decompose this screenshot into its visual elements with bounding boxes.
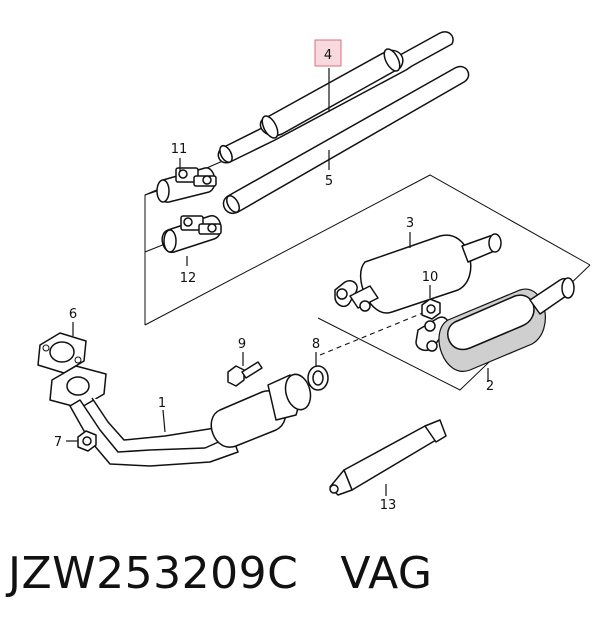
part-caption: JZW253209C VAG: [8, 548, 433, 599]
brand-name: VAG: [340, 548, 433, 599]
callout-2[interactable]: 2: [486, 379, 494, 394]
part-10-nut[interactable]: [421, 298, 441, 320]
part-number: JZW253209C: [8, 548, 299, 599]
part-3-catalyst[interactable]: [334, 233, 502, 314]
part-13-paste-tube[interactable]: [329, 419, 447, 496]
part-4-middle-silencer[interactable]: [217, 31, 454, 164]
exhaust-parts-diagram: 4 5 11 12 3 10 2 8 9 6 7 1 13: [37, 31, 591, 513]
callout-4-label: 4: [324, 48, 332, 63]
part-1-front-pipe[interactable]: [49, 365, 314, 467]
callout-leader-lines: [66, 68, 489, 496]
part-8-ring[interactable]: [307, 365, 329, 391]
callout-6[interactable]: 6: [69, 307, 77, 322]
callout-4[interactable]: 4: [314, 39, 342, 67]
part-7-nut[interactable]: [77, 430, 97, 452]
part-6-gasket[interactable]: [37, 332, 87, 374]
callout-7[interactable]: 7: [54, 435, 62, 450]
callout-8[interactable]: 8: [312, 337, 320, 352]
callout-3[interactable]: 3: [406, 216, 414, 231]
callout-5[interactable]: 5: [325, 174, 333, 189]
part-2-catalyst[interactable]: [415, 277, 575, 372]
callout-9[interactable]: 9: [238, 337, 246, 352]
part-11-clamp[interactable]: [156, 167, 217, 203]
callout-1[interactable]: 1: [158, 396, 166, 411]
callout-13[interactable]: 13: [380, 498, 397, 513]
callout-11[interactable]: 11: [171, 142, 188, 157]
callout-10[interactable]: 10: [422, 270, 439, 285]
part-5-pipe[interactable]: [222, 65, 470, 215]
part-12-clamp[interactable]: [161, 215, 222, 253]
callout-12[interactable]: 12: [180, 271, 197, 286]
part-9-bolt[interactable]: [227, 361, 263, 387]
